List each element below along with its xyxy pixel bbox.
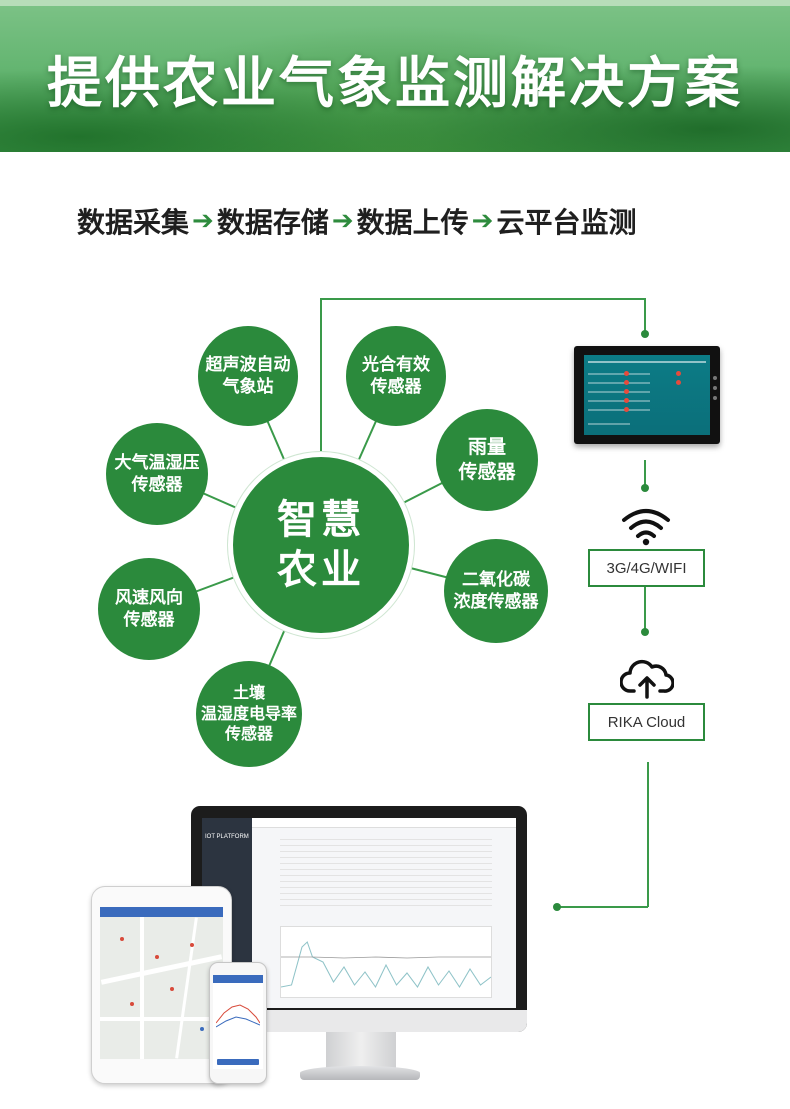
sensor-label: 温湿度电导率 [200,703,297,723]
sensor-label: 超声波自动 [205,354,291,375]
sensor-label: 二氧化碳 [462,569,530,590]
flow-step-upload: 数据上传 [356,206,469,239]
sensor-label: 传感器 [123,610,175,630]
sensor-label: 光合有效 [362,354,430,375]
flow-step-store: 数据存储 [216,206,329,239]
phone-app-screen [213,975,263,1069]
hub-label-line1: 智慧 [277,497,365,543]
sensor-atmos-temp-humidity-pressure: 大气温湿压 传感器 [106,423,208,525]
sensor-label: 传感器 [370,377,422,397]
cloud-upload-icon [620,659,674,699]
sensor-label: 传感器 [224,724,273,744]
arrow-right-icon: ➔ [192,206,214,236]
sensor-label: 传感器 [131,475,183,495]
sensor-label: 雨量 [467,436,506,459]
arrow-right-icon: ➔ [471,206,494,236]
hmi-screen [584,355,710,435]
platform-brand: IOT PLATFORM [205,834,249,840]
arrow-right-icon: ➔ [331,206,354,236]
monitor-base [300,1066,420,1080]
flow-step-collect: 数据采集 [77,206,190,239]
banner-title: 提供农业气象监测解决方案 [46,51,743,115]
sensor-label: 大气温湿压 [114,452,200,473]
platform-trend-chart [280,926,492,998]
sensor-soil: 土壤 温湿度电导率 传感器 [196,661,302,767]
sensor-wind: 风速风向 传感器 [98,558,200,660]
sensor-label: 土壤 [232,682,265,702]
platform-data-table [280,834,492,906]
wifi-icon [622,509,670,546]
flow-step-cloud: 云平台监测 [496,206,637,239]
sensor-ultrasonic-weather-station: 超声波自动 气象站 [198,326,298,426]
sensor-rain: 雨量 传感器 [436,409,538,511]
sensor-label: 传感器 [458,461,516,483]
cloud-label: RIKA Cloud [588,703,705,741]
sensor-par: 光合有效 传感器 [346,326,446,426]
sensor-label: 浓度传感器 [453,592,539,612]
network-label-text: 3G/4G/WIFI [606,559,687,577]
sensor-label: 气象站 [222,377,274,397]
monitor-chin [191,1010,527,1032]
hmi-display-image [574,346,720,444]
monitor-stand [326,1032,396,1070]
tablet-map-screen [100,907,223,1059]
sensor-co2: 二氧化碳 浓度传感器 [444,539,548,643]
hero-banner: 提供农业气象监测解决方案 [0,0,790,152]
network-label: 3G/4G/WIFI [588,549,705,587]
hub-label-line2: 农业 [277,547,365,593]
phone-image [209,962,267,1084]
sensor-label: 风速风向 [115,587,183,608]
process-flow: 数据采集 ➔ 数据存储 ➔ 数据上传 ➔ 云平台监测 [77,200,636,242]
hub-circle: 智慧 农业 [228,452,414,638]
tablet-image [91,886,232,1084]
cloud-label-text: RIKA Cloud [607,713,686,731]
